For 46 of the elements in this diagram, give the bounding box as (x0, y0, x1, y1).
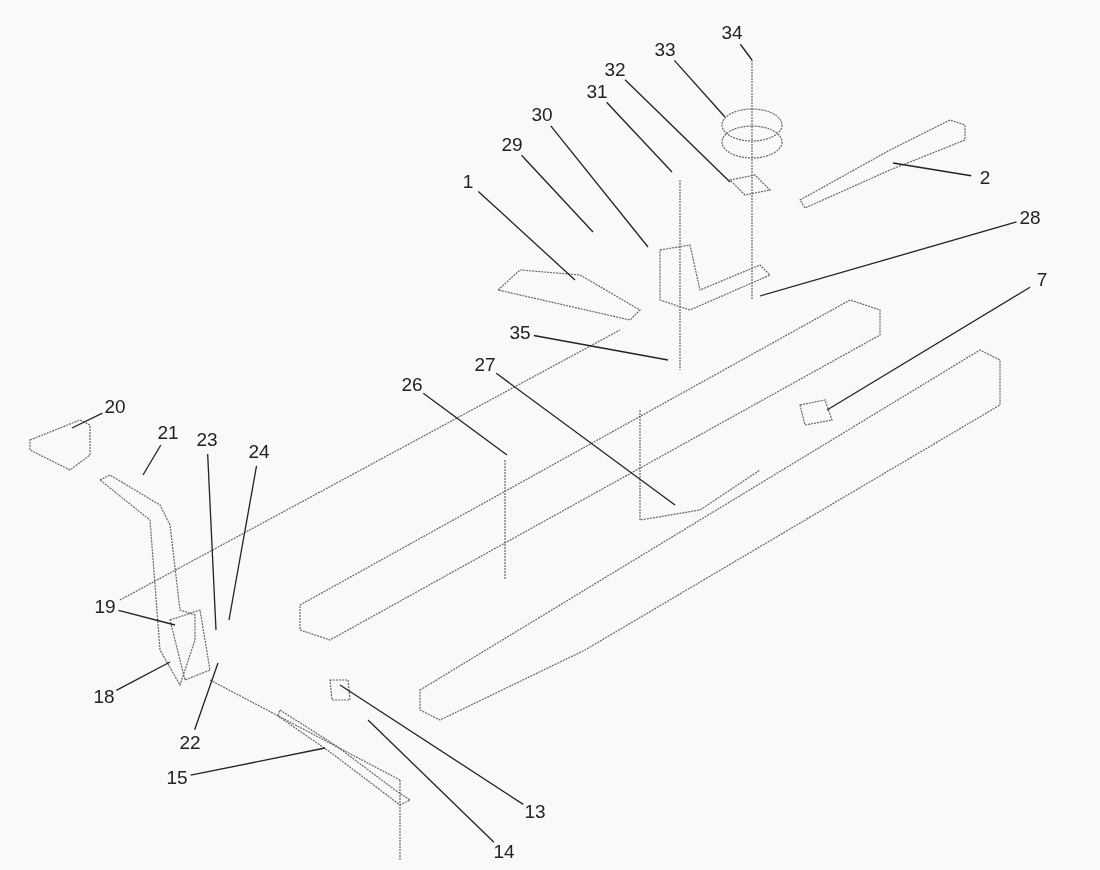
leader-line (550, 125, 649, 248)
callout-number: 26 (401, 375, 423, 395)
leader-line (71, 412, 104, 429)
callout-number: 29 (501, 135, 523, 155)
callout-number: 2 (979, 168, 991, 188)
leader-line (142, 444, 162, 476)
callout-number: 23 (196, 430, 218, 450)
leader-line (533, 334, 669, 361)
leader-line (826, 286, 1031, 411)
leader-line (367, 719, 495, 843)
callout-number: 31 (586, 82, 608, 102)
callout-number: 14 (493, 842, 515, 862)
callout-number: 28 (1019, 208, 1041, 228)
leader-line (624, 79, 731, 183)
leader-line (193, 662, 219, 731)
callout-number: 13 (524, 802, 546, 822)
leader-line (117, 609, 176, 626)
callout-number: 32 (604, 60, 626, 80)
leader-line (673, 59, 726, 118)
leader-line (759, 221, 1018, 297)
leader-line (115, 661, 171, 692)
callout-number: 22 (179, 733, 201, 753)
callout-number: 21 (157, 423, 179, 443)
callout-number: 15 (166, 768, 188, 788)
leader-line (892, 162, 972, 177)
callout-number: 24 (248, 442, 270, 462)
callout-number: 1 (462, 172, 474, 192)
leader-line (228, 465, 258, 621)
callout-number: 20 (104, 397, 126, 417)
callout-number: 27 (474, 355, 496, 375)
leader-line (477, 190, 576, 281)
leader-line (207, 453, 217, 631)
callout-number: 7 (1036, 270, 1048, 290)
leader-line (495, 372, 676, 506)
callout-number: 34 (721, 23, 743, 43)
leader-line (605, 101, 673, 173)
leader-line (190, 747, 326, 776)
callout-number: 19 (94, 597, 116, 617)
leader-line (422, 392, 508, 456)
callout-number: 33 (654, 40, 676, 60)
callout-number: 30 (531, 105, 553, 125)
callout-number: 35 (509, 323, 531, 343)
leader-line (520, 154, 594, 233)
leader-line (739, 43, 753, 61)
callout-number: 18 (93, 687, 115, 707)
leader-line (339, 684, 524, 805)
